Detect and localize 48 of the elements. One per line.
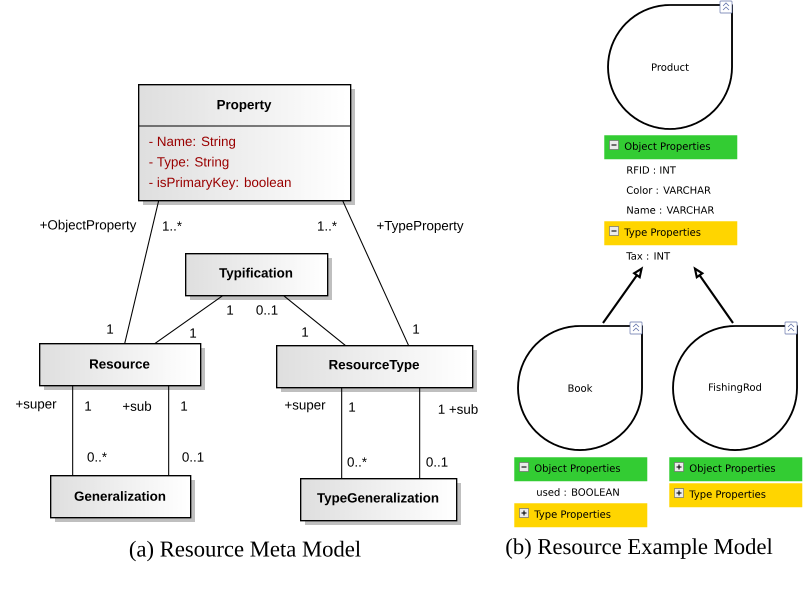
class-box: Typification	[185, 253, 332, 300]
multiplicity-label: 0..1	[182, 452, 204, 462]
entity-shape: Product	[607, 4, 733, 130]
association-line	[154, 295, 223, 344]
multiplicity-label: 1	[227, 305, 234, 315]
association-line	[419, 388, 420, 479]
multiplicity-label: 1	[85, 401, 92, 411]
class-box: TypeGeneralization	[300, 478, 461, 525]
role-label: +ObjectProperty	[40, 220, 136, 232]
class-box: ResourceType	[276, 345, 477, 392]
attribute-text: RFID : INT	[627, 166, 676, 174]
property-band: Object Properties	[604, 135, 738, 160]
class-box: Generalization	[50, 475, 195, 522]
association-line	[341, 388, 342, 479]
association-line	[168, 386, 170, 476]
multiplicity-label: 1	[413, 324, 420, 334]
multiplicity-label: 1	[349, 402, 356, 412]
multiplicity-label: 1..*	[163, 221, 182, 231]
attribute-text: Color : VARCHAR	[626, 186, 711, 194]
association-line	[283, 295, 346, 346]
multiplicity-label: 0..1	[426, 457, 448, 467]
class-box: Resource	[39, 343, 205, 390]
multiplicity-label: 1	[181, 401, 188, 411]
property-band: Type Properties	[669, 483, 802, 508]
class-box: Property - Name: String - Type: String - isPrimaryKey: boolean	[138, 84, 355, 205]
property-band: Type Properties	[604, 221, 738, 246]
association-line	[124, 200, 160, 344]
property-band: Type Properties	[514, 503, 648, 528]
association-line	[342, 200, 410, 346]
role-label: +TypeProperty	[377, 221, 464, 233]
multiplicity-label: 1..*	[318, 221, 337, 231]
multiplicity-label: 0..*	[88, 452, 107, 462]
entity-shape: Book	[517, 325, 643, 451]
property-band: Object Properties	[669, 457, 802, 482]
attribute-text: used : BOOLEAN	[537, 488, 619, 496]
multiplicity-label: 1	[107, 324, 114, 334]
attribute-text: Tax : INT	[626, 252, 670, 260]
multiplicity-label: 1	[302, 327, 308, 337]
caption: (a) Resource Meta Model	[130, 540, 361, 562]
multiplicity-label: 0..1	[256, 305, 278, 315]
property-band: Object Properties	[514, 457, 648, 482]
association-line	[72, 386, 74, 476]
entity-shape: FishingRod	[672, 325, 798, 451]
multiplicity-label: 1	[190, 328, 196, 338]
role-label: +super	[16, 400, 56, 412]
multiplicity-label: 0..*	[348, 457, 367, 467]
caption: (b) Resource Example Model	[506, 538, 772, 559]
attribute-text: Name : VARCHAR	[627, 206, 714, 214]
